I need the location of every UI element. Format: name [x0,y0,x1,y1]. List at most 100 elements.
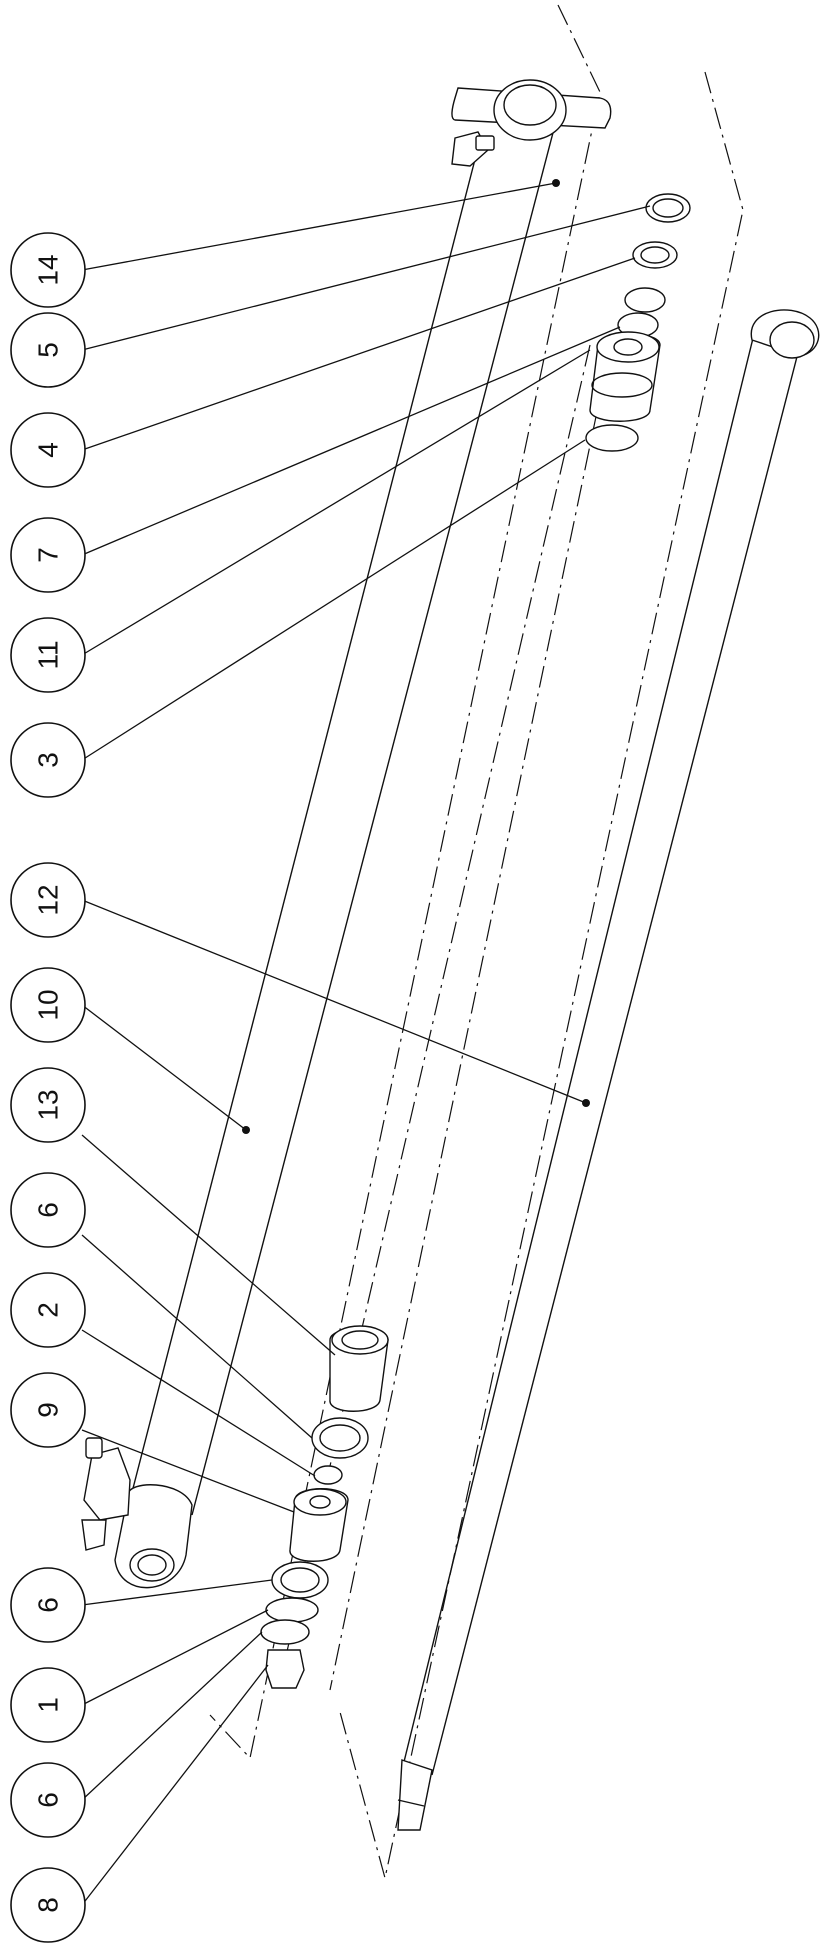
front-seal-stack [585,193,691,452]
callout-label-6-low: 6 [33,1792,64,1808]
callout-9: 9 [10,1372,86,1448]
callout-circle-2 [10,1272,86,1348]
leader-6-top [81,1234,313,1439]
callout-circle-3 [10,722,86,798]
callout-label-8: 8 [33,1897,64,1913]
rod-seal-7a [624,287,666,313]
piston-9-face [293,1488,347,1516]
piston-head-11-face [596,331,660,363]
leader-5 [81,205,651,351]
bracket-collar [493,79,567,141]
callout-8: 8 [10,1867,86,1943]
callout-label-2: 2 [33,1302,64,1318]
bracket-collar-inner [503,84,557,126]
axis-line-a [329,339,613,1691]
callout-label-11: 11 [33,640,64,669]
leader-9 [81,1429,295,1513]
callout-circle-13 [10,1067,86,1143]
piston-9-bore [309,1495,331,1509]
callout-13: 13 [10,1067,86,1143]
rear-port-fitting [83,1447,131,1521]
callout-10: 10 [10,967,86,1043]
gland-13-bore [341,1330,379,1350]
wear-ring-4 [632,241,678,269]
leader-11 [81,349,591,656]
guide-ring-6-low [260,1619,310,1645]
rod-eye-bore [769,321,815,359]
cylinder-barrel [81,124,556,1589]
rear-seal-stack [260,1325,389,1689]
callout-circle-6-mid [10,1567,86,1643]
callout-label-9: 9 [33,1402,64,1418]
callout-label-1: 1 [33,1697,64,1713]
callout-circle-10 [10,967,86,1043]
guide-ring-6-mid-inner [280,1567,320,1593]
leader-14 [81,182,557,271]
callout-7: 7 [10,517,86,593]
callout-label-13: 13 [33,1089,64,1120]
leader-2 [81,1329,316,1477]
callout-label-6-top: 6 [33,1202,64,1218]
leader-3 [81,439,586,761]
callout-label-7: 7 [33,547,64,563]
callout-2: 2 [10,1272,86,1348]
callout-circle-6-low [10,1762,86,1838]
axis-line-b [284,344,591,1661]
piston-head-11-groove [591,372,653,398]
callout-circle-5 [10,312,86,388]
callout-5: 5 [10,312,86,388]
callout-circle-4 [10,412,86,488]
rear-port-nipple [85,1437,103,1459]
wear-ring-4-inner [640,246,670,264]
callout-circle-6-top [10,1172,86,1248]
piston-head-11-bore [613,338,643,356]
leader-lines [81,179,651,1906]
leader-6-low [81,1631,263,1801]
leader-8 [81,1664,269,1906]
clevis-bore [129,1548,175,1582]
rod-edge-top [401,329,756,1771]
clevis-bore-inner [137,1554,167,1576]
callout-label-10: 10 [33,989,64,1020]
callout-6-top: 6 [10,1172,86,1248]
callout-circle-9 [10,1372,86,1448]
leader-13 [81,1134,336,1356]
callout-4: 4 [10,412,86,488]
rod-thread-step [397,1799,425,1807]
upper-plane-outline [209,4,601,1760]
callout-label-3: 3 [33,752,64,768]
leader-dot-10 [242,1126,250,1134]
callout-circle-8 [10,1867,86,1943]
callout-circle-11 [10,617,86,693]
callout-label-5: 5 [33,342,64,358]
lower-plane-outline [339,71,744,1879]
callout-circle-12 [10,862,86,938]
leader-7 [81,326,621,556]
lock-nut-8 [265,1649,305,1689]
leader-1 [81,1609,269,1706]
barrel-edge-top [129,139,481,1501]
rear-port-elbow [81,1519,107,1551]
callout-label-14: 14 [33,254,64,285]
seal-ring-5-inner [652,198,684,218]
callout-12: 12 [10,862,86,938]
callout-3: 3 [10,722,86,798]
rod-edge-bottom [431,344,801,1776]
leader-dot-12 [582,1099,590,1107]
guide-ring-6-top-inner [319,1424,361,1452]
callout-circle-1 [10,1667,86,1743]
callout-6-low: 6 [10,1762,86,1838]
piston-rod [397,309,820,1831]
callout-circle-14 [10,232,86,308]
small-o-ring-2 [313,1465,343,1485]
callout-1: 1 [10,1667,86,1743]
rod-thread-end [397,1759,433,1831]
mounting-bracket [451,79,612,167]
leader-6-mid [81,1579,273,1606]
o-ring-3 [585,424,639,452]
barrel-edge-bottom [191,124,556,1516]
seal-1 [265,1597,319,1623]
bracket-port-nut [475,135,495,151]
callout-label-12: 12 [33,884,64,915]
